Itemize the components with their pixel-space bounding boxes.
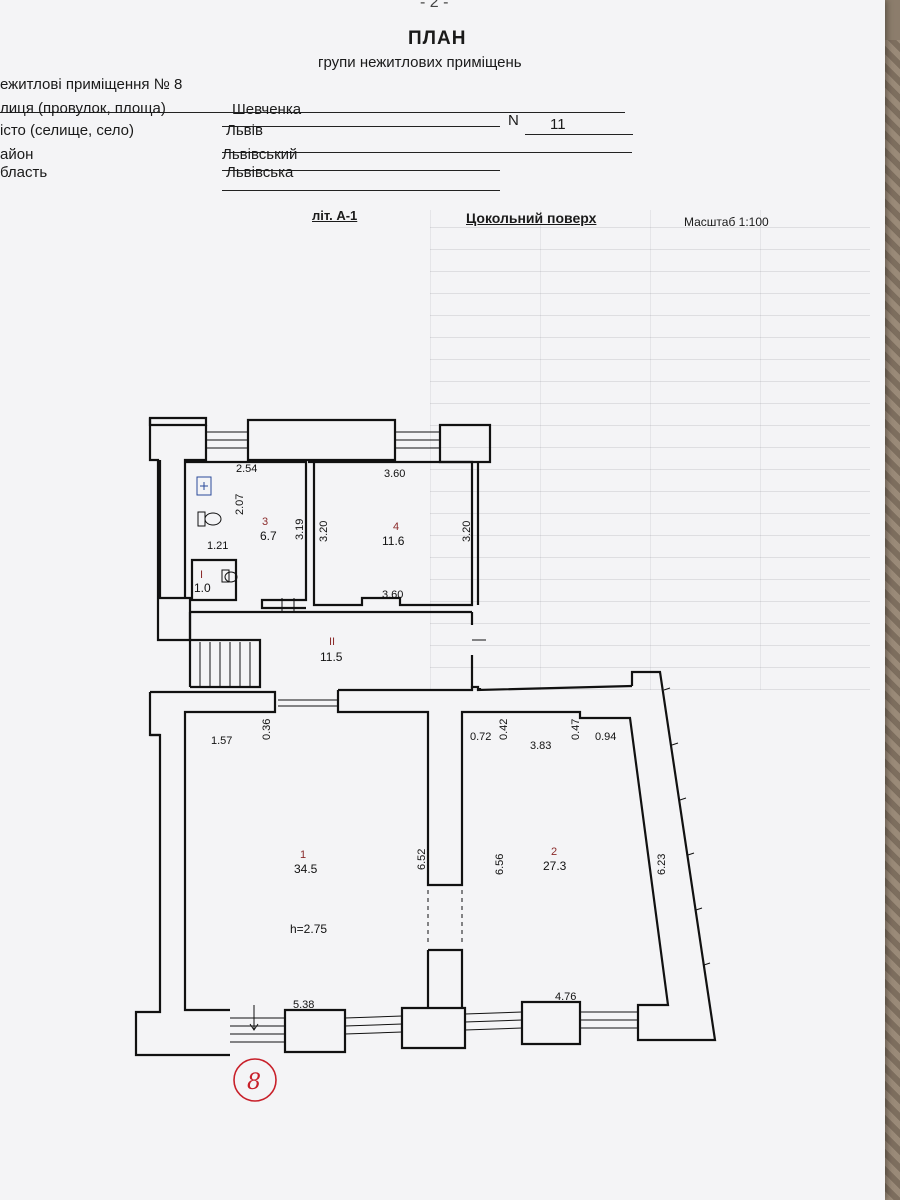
room-II-number: II — [329, 636, 335, 648]
room-4-number: 4 — [393, 521, 399, 533]
room-2-number: 2 — [551, 846, 557, 858]
dim-r2-bottom: 4.76 — [555, 991, 576, 1003]
toilet-icon — [197, 511, 238, 583]
city-value: Львів — [226, 122, 263, 139]
room-4-area: 11.6 — [382, 534, 405, 548]
window-lines — [199, 431, 711, 1043]
room-3-area: 6.7 — [260, 529, 277, 543]
stamp-number: 8 — [247, 1070, 261, 1095]
sanitary-fixtures — [196, 476, 212, 496]
district-underline — [222, 170, 500, 171]
room-1-height: h=2.75 — [290, 922, 327, 936]
city-label: істо (селище, село) — [0, 122, 134, 139]
room-1-area: 34.5 — [294, 862, 318, 876]
number-value: 11 — [550, 116, 566, 133]
region-label: бласть — [0, 164, 48, 181]
building-letter: літ. А-1 — [312, 208, 358, 223]
city-underline — [222, 152, 632, 153]
room-2-area: 27.3 — [543, 859, 567, 873]
premises-field: ежитлові приміщення № 8 — [0, 76, 183, 93]
dim-r2-right: 6.23 — [656, 854, 668, 875]
dim-r3-bottom: 1.21 — [207, 540, 228, 552]
dim-r1-bottom: 5.38 — [293, 999, 314, 1011]
page-number: - 2 - — [420, 0, 449, 11]
dim-r2-niche-right: 0.47 — [570, 719, 582, 740]
stamp-circle — [233, 1058, 277, 1102]
dim-r2-niche-left: 0.42 — [498, 719, 510, 740]
street-value: Шевченка — [232, 101, 302, 118]
faint-grid — [430, 210, 870, 690]
plan-scale: Масштаб 1:100 — [684, 215, 769, 229]
dim-r2-top: 3.83 — [530, 740, 551, 752]
document-title: ПЛАН — [408, 28, 467, 49]
dim-r4-right: 3.20 — [461, 521, 473, 542]
document-subtitle: групи нежитлових приміщень — [318, 54, 522, 71]
number-label: N — [508, 112, 519, 129]
region-value: Львівська — [226, 164, 294, 181]
dim-r1-right: 6.52 — [416, 849, 428, 870]
room-I-number: I — [200, 569, 203, 581]
dim-r2-left-offset: 0.72 — [470, 731, 491, 743]
floor-name: Цокольний поверх — [466, 210, 597, 226]
street-label: лиця (провулок, площа) — [0, 100, 166, 117]
room-1-number: 1 — [300, 849, 306, 861]
dim-r3-side: 2.07 — [234, 494, 246, 515]
district-label: айон — [0, 146, 34, 163]
district-value: Львівський — [222, 146, 298, 163]
dim-r1-niche: 0.36 — [261, 719, 273, 740]
dim-r4-top: 3.60 — [384, 468, 405, 480]
dim-r4-left: 3.20 — [318, 521, 330, 542]
room-II-area: 11.5 — [320, 650, 343, 664]
dim-r3-right: 3.19 — [294, 519, 306, 540]
premises-underline — [0, 112, 625, 113]
dim-r4-bottom: 3.60 — [382, 589, 403, 601]
dim-r2-left: 6.56 — [494, 854, 506, 875]
street-underline — [222, 126, 500, 127]
region-underline — [222, 190, 500, 191]
walls — [134, 416, 717, 1057]
room-3-number: 3 — [262, 516, 268, 528]
number-underline — [525, 134, 633, 135]
dim-r1-top: 1.57 — [211, 735, 232, 747]
dim-r2-right-offset: 0.94 — [595, 731, 616, 743]
dim-r3-top: 2.54 — [236, 463, 257, 475]
room-I-area: 1.0 — [194, 581, 211, 595]
